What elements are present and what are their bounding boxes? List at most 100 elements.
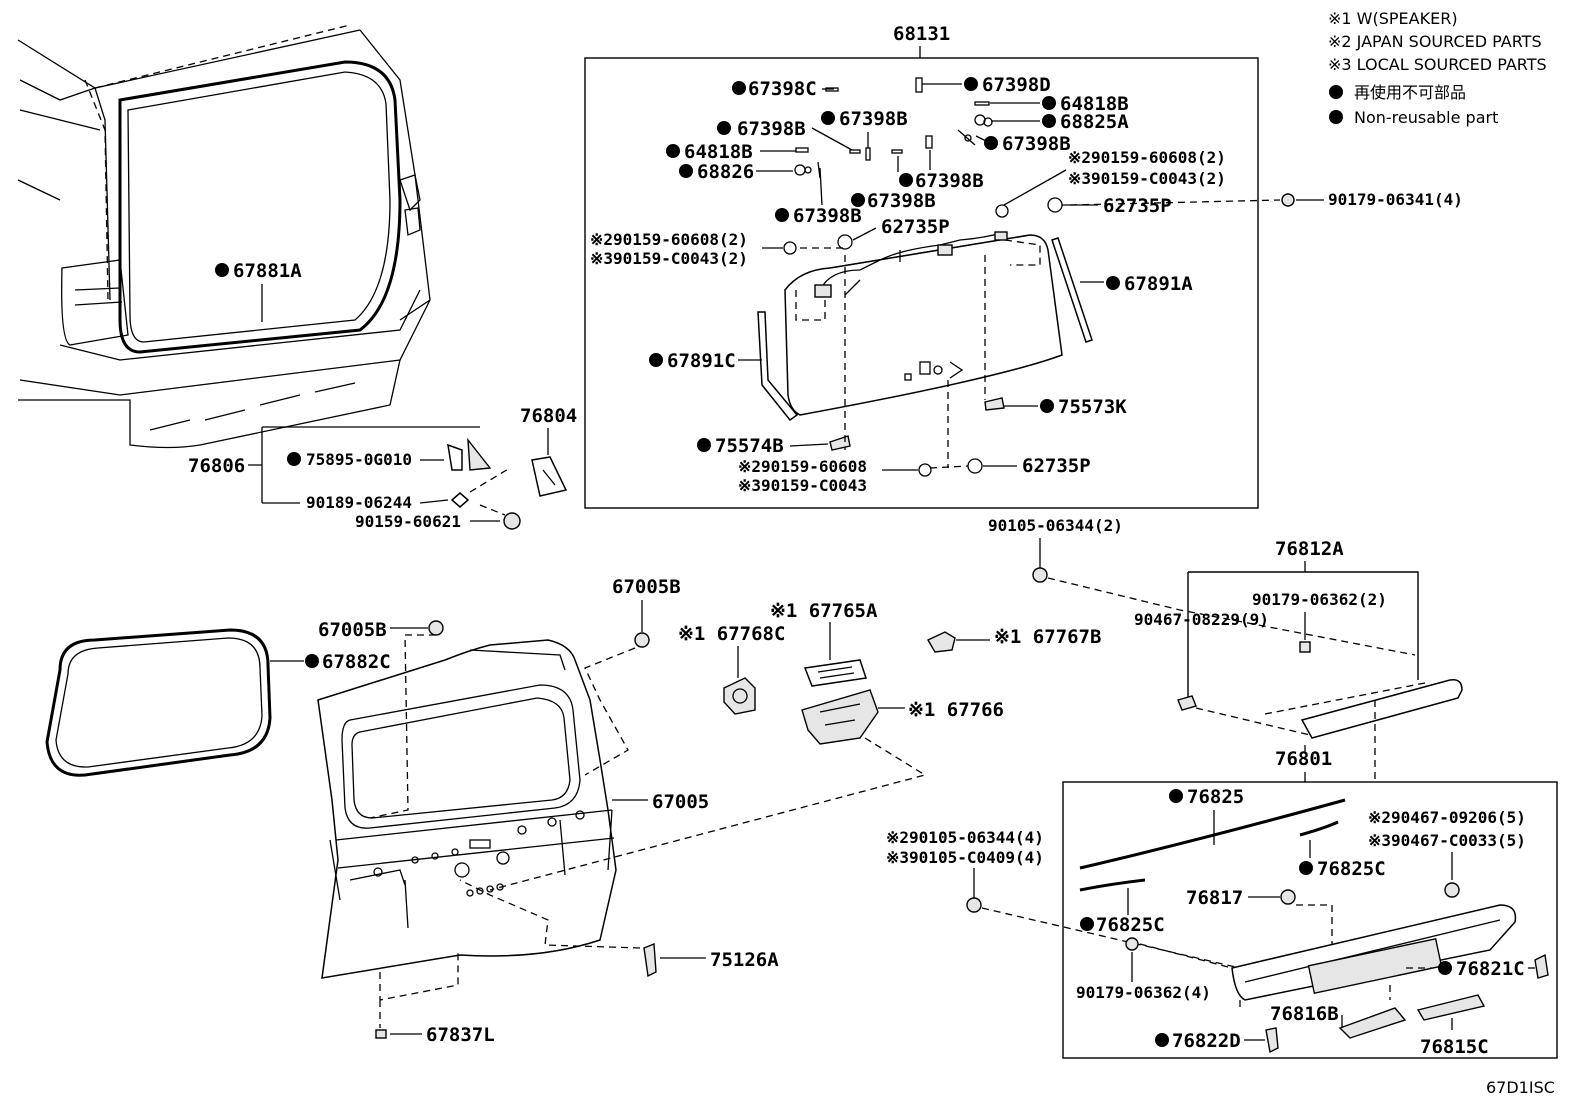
part-label: 90179-06341(4) bbox=[1328, 190, 1463, 209]
part-label: ※390159-C0043(2) bbox=[590, 249, 748, 268]
part-label: 67398B bbox=[867, 190, 936, 212]
callout-62735P-a: 62735P bbox=[1062, 195, 1172, 217]
part-label: 67837L bbox=[426, 1024, 495, 1046]
part-label: 67398B bbox=[1002, 133, 1071, 155]
part-label: ※1 67767B bbox=[994, 626, 1101, 648]
legend-note-1: ※1 W(SPEAKER) bbox=[1328, 9, 1458, 28]
part-label: 90179-06362(4) bbox=[1076, 983, 1211, 1002]
part-label: 67881A bbox=[233, 260, 302, 282]
bracket-67766 bbox=[801, 689, 879, 745]
small-fasteners bbox=[783, 77, 1295, 477]
part-label: 75895-0G010 bbox=[306, 450, 412, 469]
legend-non-reusable-jp: 再使用不可部品 bbox=[1354, 83, 1466, 102]
callout-90179-06362-4: 90179-06362(4) bbox=[1076, 937, 1233, 1002]
part-label: 76812A bbox=[1275, 538, 1344, 560]
callout-75126A: 75126A bbox=[459, 879, 779, 978]
molding-76825C-b bbox=[1079, 878, 1146, 892]
callout-67765A: ※1 67765A bbox=[770, 600, 878, 687]
callout-76815C: 76815C bbox=[1416, 994, 1489, 1058]
callout-76825: 76825 bbox=[1079, 786, 1346, 870]
bracket-76816B bbox=[1338, 1007, 1407, 1039]
part-label: ※290105-06344(4) bbox=[886, 828, 1044, 847]
callout-67767B: ※1 67767B bbox=[927, 626, 1101, 653]
callout-76822D: 76822D bbox=[1155, 1027, 1279, 1054]
assembly-box-76801 bbox=[1062, 781, 1558, 1059]
part-label: 76804 bbox=[520, 405, 577, 427]
part-label: 90105-06344(2) bbox=[988, 516, 1123, 535]
callout-67881A: 67881A bbox=[215, 260, 302, 322]
part-label: 76817 bbox=[1186, 887, 1243, 909]
callout-76825C-a: 76825C bbox=[1299, 820, 1386, 880]
non-reusable-dot-icon bbox=[1329, 110, 1343, 124]
callout-90159-right: ※290159-60608(2) ※390159-C0043(2) bbox=[1003, 148, 1226, 206]
part-label: 67882C bbox=[322, 651, 391, 673]
part-label: 64818B bbox=[1060, 93, 1129, 115]
part-label: 75126A bbox=[710, 949, 779, 971]
clip-75574B bbox=[829, 435, 851, 451]
molding-76825C-a bbox=[1299, 820, 1339, 837]
part-label: 76806 bbox=[188, 455, 245, 477]
callout-67766: ※1 67766 bbox=[489, 689, 1004, 891]
part-label: ※390467-C0033(5) bbox=[1368, 831, 1526, 850]
callout-90105-06344-2: 90105-06344(2) bbox=[988, 516, 1416, 656]
speaker-67768C bbox=[723, 677, 756, 715]
part-label: ※290159-60608(2) bbox=[1068, 148, 1226, 167]
callout-75573K: 75573K bbox=[1003, 396, 1127, 418]
part-label: 76825C bbox=[1317, 858, 1386, 880]
part-label: 67398B bbox=[737, 118, 806, 140]
callout-75574B: 75574B bbox=[697, 435, 829, 457]
callout-62735P-b: 62735P bbox=[852, 216, 950, 241]
callout-76825C-b: 76825C bbox=[1079, 878, 1165, 936]
vehicle-rear-illustration bbox=[17, 24, 431, 449]
callout-90179-06341: 90179-06341(4) bbox=[1296, 190, 1463, 209]
callout-67398D: 67398D bbox=[922, 74, 1051, 96]
legend: ※1 W(SPEAKER) ※2 JAPAN SOURCED PARTS ※3 … bbox=[1328, 9, 1547, 127]
callout-67891C: 67891C bbox=[649, 350, 762, 372]
part-label: 67005B bbox=[612, 576, 681, 598]
part-label: ※290159-60608(2) bbox=[590, 230, 748, 249]
callout-67005B-a: 67005B bbox=[318, 619, 444, 819]
license-garnish-76801 bbox=[1231, 904, 1517, 1010]
callout-67398B-4: 67398B bbox=[897, 150, 984, 192]
callout-76817: 76817 bbox=[1186, 887, 1333, 955]
part-label: 67891C bbox=[667, 350, 736, 372]
non-reusable-dot-icon bbox=[1329, 85, 1343, 99]
part-label: 76825 bbox=[1187, 786, 1244, 808]
callout-67398C: 67398C bbox=[732, 78, 834, 100]
part-label: 76801 bbox=[1275, 748, 1332, 770]
part-label: 67398D bbox=[982, 74, 1051, 96]
callout-68825A: 68825A bbox=[992, 111, 1129, 133]
callout-76816B: 76816B bbox=[1270, 1003, 1407, 1039]
part-label: 64818B bbox=[684, 141, 753, 163]
callout-67891A: 67891A bbox=[1080, 273, 1193, 295]
part-label: 90189-06244 bbox=[306, 493, 412, 512]
part-label: ※390159-C0043(2) bbox=[1068, 169, 1226, 188]
callout-90159-bottom: ※290159-60608 ※390159-C0043 bbox=[738, 457, 918, 495]
assembly-76812A: 76812A 90179-06362(2) 90467-08229(9) bbox=[1134, 538, 1463, 739]
part-label: 68826 bbox=[697, 161, 754, 183]
legend-non-reusable-en: Non-reusable part bbox=[1354, 108, 1498, 127]
molding-76825 bbox=[1079, 798, 1346, 870]
molding-67891C bbox=[757, 311, 799, 422]
assembly-box-68131 bbox=[584, 57, 1259, 509]
callout-64818B-a: 64818B bbox=[990, 93, 1129, 115]
grille-67765A bbox=[803, 659, 867, 687]
legend-note-3: ※3 LOCAL SOURCED PARTS bbox=[1328, 55, 1547, 74]
part-label: ※390159-C0043 bbox=[738, 476, 867, 495]
callout-90105-06344-4: ※290105-06344(4) ※390105-C0409(4) bbox=[886, 828, 1241, 969]
clip-75573K bbox=[984, 397, 1005, 411]
callout-67005: 67005 bbox=[612, 791, 709, 813]
callout-67398B-1: 67398B bbox=[717, 118, 853, 151]
callout-76804: 76804 bbox=[520, 405, 577, 497]
part-label: 68825A bbox=[1060, 111, 1129, 133]
callout-90159-left: ※290159-60608(2) ※390159-C0043(2) bbox=[590, 230, 783, 268]
part-label: 76815C bbox=[1420, 1036, 1489, 1058]
non-reusable-dot-icon bbox=[215, 263, 229, 277]
callout-76821C: 76821C bbox=[1406, 953, 1549, 980]
diagram-code: 67D1ISC bbox=[1486, 1078, 1555, 1097]
callout-67398B-2: 67398B bbox=[821, 108, 908, 148]
part-label: 90467-08229(9) bbox=[1134, 610, 1269, 629]
part-label: 62735P bbox=[1022, 455, 1091, 477]
